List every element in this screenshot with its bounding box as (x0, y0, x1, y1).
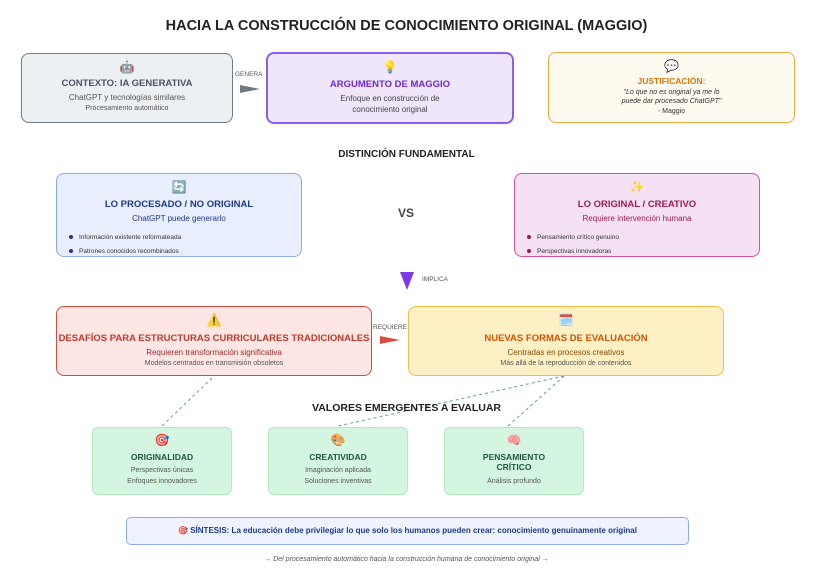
context-heading: CONTEXTO: IA GENERATIVA (61, 78, 193, 89)
warning-icon: ⚠️ (206, 313, 222, 327)
argument-card: 💡 ARGUMENTO DE MAGGIO Enfoque en constru… (266, 52, 514, 124)
context-line2: Procesamiento automático (85, 105, 169, 112)
value-heading: ORIGINALIDAD (130, 452, 194, 462)
value-originality: 🎯 ORIGINALIDAD Perspectivas únicas Enfoq… (92, 427, 232, 495)
new-evaluation-sub: Centradas en procesos creativos (507, 348, 625, 357)
synthesis-text: SÍNTESIS: La educación debe privilegiar … (190, 526, 637, 535)
target-icon: 🎯 (178, 526, 188, 535)
list-item: Información existente reformateada (69, 231, 181, 245)
footer-note: → Del procesamiento automático hacia la … (264, 556, 549, 563)
requiere-label: REQUIERE (373, 324, 407, 331)
argument-heading: ARGUMENTO DE MAGGIO (329, 79, 451, 90)
value-heading: PENSAMIENTO (482, 452, 546, 462)
robot-icon: 🤖 (119, 60, 135, 74)
challenges-sub: Requieren transformación significativa (146, 348, 282, 357)
argument-line2: conocimiento original (352, 105, 428, 114)
original-heading: LO ORIGINAL / CREATIVO (577, 199, 697, 210)
lightbulb-icon: 💡 (382, 60, 398, 74)
value-line1: Análisis profundo (487, 478, 541, 485)
challenges-heading: DESAFÍOS PARA ESTRUCTURAS CURRICULARES T… (58, 333, 370, 344)
value-critical-thinking: 🧠 PENSAMIENTO CRÍTICO Análisis profundo (444, 427, 584, 495)
value-heading: CREATIVIDAD (309, 452, 367, 462)
calendar-icon: 🗓️ (558, 313, 574, 327)
dashed-connector (507, 375, 565, 427)
justification-card: 💬 JUSTIFICACIÓN: "Lo que no es original … (548, 52, 795, 123)
value-line2: Soluciones inventivas (304, 478, 372, 485)
context-card: 🤖 CONTEXTO: IA GENERATIVA ChatGPT y tecn… (21, 53, 233, 123)
processed-heading: LO PROCESADO / NO ORIGINAL (104, 199, 254, 210)
target-icon: 🎯 (154, 433, 170, 447)
justification-heading: JUSTIFICACIÓN: (637, 76, 706, 86)
new-evaluation-small: Más allá de la reproducción de contenido… (500, 360, 632, 367)
values-title: VALORES EMERGENTES A EVALUAR (311, 402, 501, 414)
genera-label: GENERA (235, 71, 263, 78)
palette-icon: 🎨 (330, 433, 346, 447)
context-line1: ChatGPT y tecnologías similares (68, 93, 186, 102)
new-evaluation-heading: NUEVAS FORMAS DE EVALUACIÓN (484, 333, 648, 344)
refresh-icon: 🔄 (171, 180, 187, 194)
value-heading-2: CRÍTICO (496, 462, 532, 472)
dashed-connector (337, 375, 565, 427)
list-item: Pensamiento crítico genuino (527, 231, 619, 245)
brain-icon: 🧠 (506, 433, 522, 447)
justification-quote2: puede dar procesado ChatGPT" (621, 98, 722, 105)
synthesis-banner: 🎯 SÍNTESIS: La educación debe privilegia… (126, 517, 689, 545)
requiere-arrow (380, 336, 400, 344)
vs-label: VS (398, 206, 415, 220)
list-item: Perspectivas innovadoras (527, 245, 619, 259)
list-item: Patrones conocidos recombinados (69, 245, 181, 259)
new-evaluation-card: 🗓️ NUEVAS FORMAS DE EVALUACIÓN Centradas… (408, 306, 724, 376)
speech-bubble-icon: 💬 (664, 59, 679, 73)
processed-sub: ChatGPT puede generarlo (132, 214, 226, 223)
original-card: ✨ LO ORIGINAL / CREATIVO Requiere interv… (514, 173, 760, 257)
value-line1: Perspectivas únicas (130, 467, 194, 474)
value-line2: Enfoques innovadores (127, 478, 197, 485)
value-line1: Imaginación aplicada (305, 467, 371, 474)
challenges-small: Modelos centrados en transmisión obsolet… (144, 360, 284, 367)
genera-arrow (240, 85, 260, 93)
page-title: HACIA LA CONSTRUCCIÓN DE CONOCIMIENTO OR… (165, 18, 648, 34)
distinction-title: DISTINCIÓN FUNDAMENTAL (338, 149, 475, 160)
justification-author: - Maggio (657, 108, 686, 115)
processed-card: 🔄 LO PROCESADO / NO ORIGINAL ChatGPT pue… (56, 173, 302, 257)
sparkles-icon: ✨ (629, 180, 645, 194)
justification-quote1: "Lo que no es original ya me lo (623, 89, 720, 96)
value-creativity: 🎨 CREATIVIDAD Imaginación aplicada Soluc… (268, 427, 408, 495)
argument-line1: Enfoque en construcción de (340, 94, 440, 103)
challenges-card: ⚠️ DESAFÍOS PARA ESTRUCTURAS CURRICULARE… (56, 306, 372, 376)
implica-arrow (400, 272, 414, 290)
original-sub: Requiere intervención humana (582, 214, 692, 223)
implica-label: IMPLICA (422, 276, 449, 283)
